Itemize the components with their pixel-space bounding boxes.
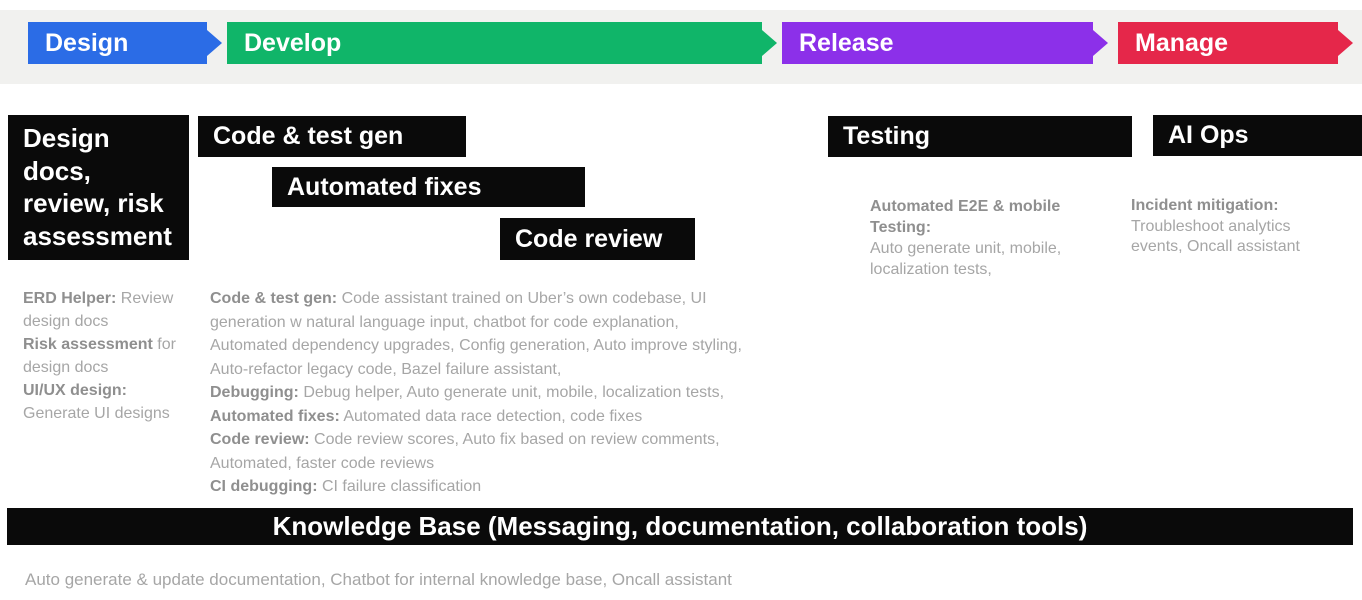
stage-manage: Manage xyxy=(1118,22,1338,64)
stage-develop: Develop xyxy=(227,22,762,64)
knowledge-base-bar: Knowledge Base (Messaging, documentation… xyxy=(7,508,1353,545)
box-ai-ops: AI Ops xyxy=(1153,115,1362,156)
box-code-and-test-gen: Code & test gen xyxy=(198,116,466,157)
box-code-review: Code review xyxy=(500,218,695,260)
stage-manage-label: Manage xyxy=(1135,29,1229,57)
box-design-docs-review-risk: Design docs, review, risk assessment xyxy=(8,115,189,260)
stage-release: Release xyxy=(782,22,1093,64)
stage-design: Design xyxy=(28,22,207,64)
stage-design-label: Design xyxy=(45,29,129,57)
stage-release-label: Release xyxy=(799,29,894,57)
knowledge-base-caption: Auto generate & update documentation, Ch… xyxy=(25,570,732,589)
details-ai-ops-column: Incident mitigation:Troubleshoot analyti… xyxy=(1131,197,1300,255)
box-automated-fixes: Automated fixes xyxy=(272,167,585,207)
stage-develop-label: Develop xyxy=(244,29,342,57)
details-develop-column: Code & test gen: Code assistant trained … xyxy=(210,290,742,495)
box-testing: Testing xyxy=(828,116,1132,157)
